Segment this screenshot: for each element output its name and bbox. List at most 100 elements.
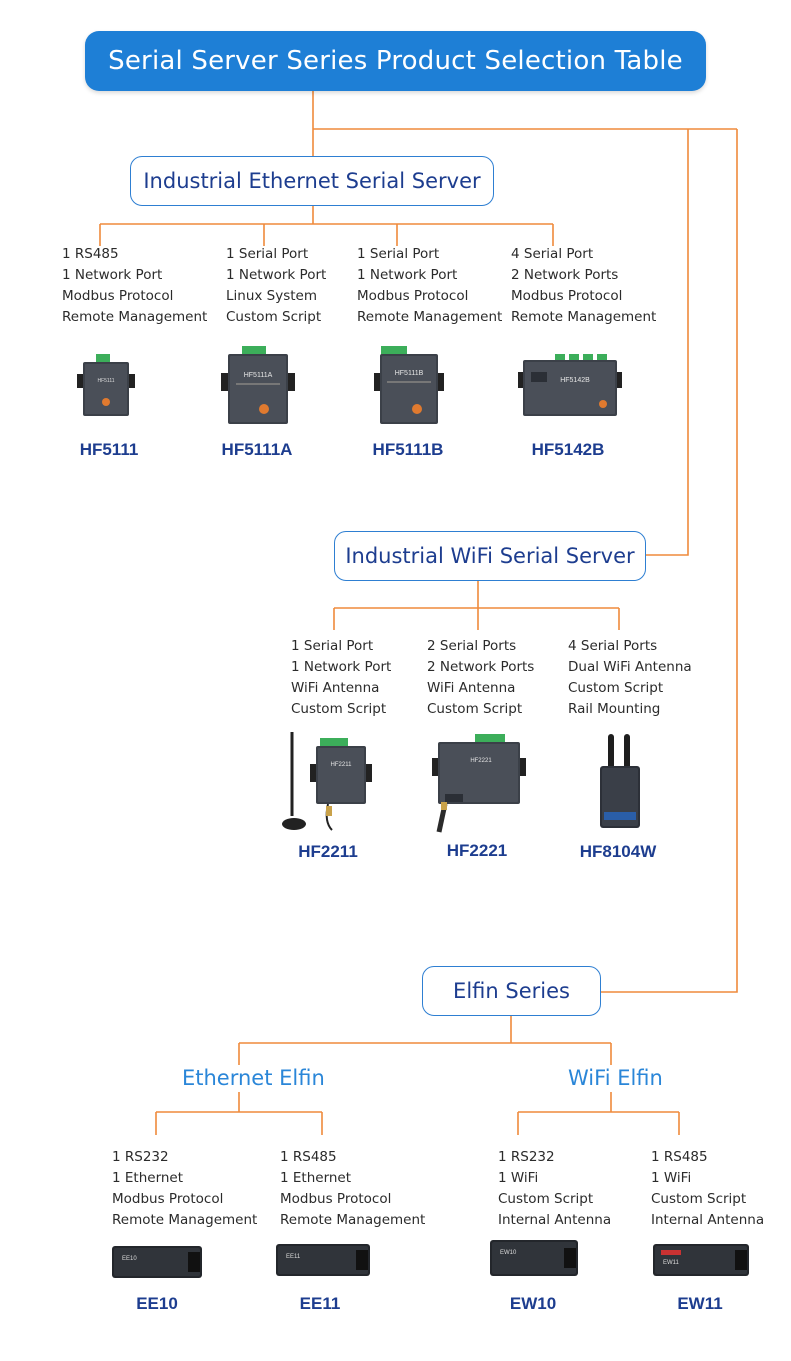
spec-line: Remote Management — [62, 309, 208, 325]
spec-line: 4 Serial Ports — [568, 638, 658, 654]
model-hf5111: HF5111 — [79, 440, 139, 459]
spec-line: 1 WiFi — [651, 1170, 692, 1186]
device-image-ee11: EE11 — [276, 1244, 370, 1276]
spec-line: 4 Serial Port — [511, 246, 594, 262]
spec-line: 2 Network Ports — [511, 267, 619, 283]
spec-line: 1 Serial Port — [291, 638, 374, 654]
wifi-elfin-branch — [517, 1092, 680, 1135]
page-title: Serial Server Series Product Selection T… — [85, 31, 706, 91]
model-hf8104w: HF8104W — [579, 842, 657, 861]
spec-line: Internal Antenna — [498, 1212, 612, 1228]
spec-line: 2 Serial Ports — [427, 638, 517, 654]
model-ew11: EW11 — [677, 1294, 723, 1313]
spec-line: Linux System — [226, 288, 318, 304]
device-image-hf5111: HF5111 — [77, 354, 135, 416]
model-ee10: EE10 — [136, 1294, 178, 1313]
specs-ew11: 1 RS485 1 WiFi Custom Script Internal An… — [651, 1147, 764, 1231]
spec-line: 1 RS485 — [651, 1149, 708, 1165]
device-image-hf8104w — [600, 734, 640, 828]
spec-line: Modbus Protocol — [280, 1191, 392, 1207]
spec-line: 1 RS232 — [112, 1149, 169, 1165]
spec-line: Custom Script — [291, 701, 387, 717]
specs-ew10: 1 RS232 1 WiFi Custom Script Internal An… — [498, 1147, 611, 1231]
category-elfin-series: Elfin Series — [422, 966, 601, 1016]
model-hf5142b: HF5142B — [531, 440, 605, 459]
device-image-hf5142b: HF5142B — [518, 354, 622, 416]
model-hf5111a: HF5111A — [221, 440, 293, 459]
spec-line: 1 Network Port — [62, 267, 163, 283]
spec-line: 1 Serial Port — [357, 246, 440, 262]
spec-line: 1 RS232 — [498, 1149, 555, 1165]
specs-ee10: 1 RS232 1 Ethernet Modbus Protocol Remot… — [112, 1147, 257, 1231]
specs-hf8104w: 4 Serial Ports Dual WiFi Antenna Custom … — [568, 636, 692, 720]
specs-hf5111a: 1 Serial Port 1 Network Port Linux Syste… — [226, 244, 326, 328]
specs-hf5111b: 1 Serial Port 1 Network Port Modbus Prot… — [357, 244, 502, 328]
ethernet-elfin-branch — [155, 1092, 323, 1135]
device-label-text: HF2221 — [470, 758, 492, 764]
device-label-text: HF5111 — [97, 378, 114, 384]
spec-line: 1 Network Port — [291, 659, 392, 675]
device-image-ee10: EE10 — [112, 1246, 202, 1278]
model-ee11: EE11 — [299, 1294, 341, 1313]
spec-line: Remote Management — [357, 309, 503, 325]
category-ethernet-serial-server: Industrial Ethernet Serial Server — [130, 156, 494, 206]
trunk-to-elfin — [600, 129, 738, 993]
model-hf5111b: HF5111B — [372, 440, 444, 459]
device-label-text: HF2211 — [331, 762, 353, 768]
spec-line: Custom Script — [568, 680, 664, 696]
spec-line: Remote Management — [112, 1212, 258, 1228]
elfin-branch — [238, 1015, 612, 1065]
spec-line: 2 Network Ports — [427, 659, 535, 675]
spec-line: Remote Management — [511, 309, 657, 325]
spec-line: WiFi Antenna — [427, 680, 516, 696]
spec-line: WiFi Antenna — [291, 680, 380, 696]
device-label-text: HF5111A — [244, 372, 273, 379]
device-label-text: HF5111B — [395, 370, 424, 377]
device-label-text: EE11 — [286, 1254, 301, 1260]
specs-hf2221: 2 Serial Ports 2 Network Ports WiFi Ante… — [427, 636, 534, 720]
spec-line: 1 RS485 — [62, 246, 119, 262]
device-label-text: EE10 — [122, 1256, 137, 1262]
device-image-hf2211: HF2211 — [282, 732, 372, 831]
spec-line: Modbus Protocol — [112, 1191, 224, 1207]
spec-line: 1 Ethernet — [280, 1170, 352, 1186]
device-image-ew10: EW10 — [490, 1240, 578, 1276]
spec-line: Custom Script — [498, 1191, 594, 1207]
spec-line: 1 Serial Port — [226, 246, 309, 262]
spec-line: Dual WiFi Antenna — [568, 659, 692, 675]
spec-line: 1 WiFi — [498, 1170, 539, 1186]
ethernet-branch — [99, 205, 554, 246]
spec-line: Modbus Protocol — [511, 288, 623, 304]
device-label-text: EW11 — [663, 1260, 680, 1266]
device-image-hf2221: HF2221 — [432, 734, 526, 833]
model-hf2211: HF2211 — [298, 842, 358, 861]
spec-line: Internal Antenna — [651, 1212, 765, 1228]
spec-line: 1 Network Port — [226, 267, 327, 283]
trunk-to-wifi — [645, 129, 689, 556]
device-label-text: EW10 — [500, 1250, 517, 1256]
label-ethernet-elfin: Ethernet Elfin — [182, 1066, 325, 1090]
spec-line: Modbus Protocol — [62, 288, 174, 304]
spec-line: Rail Mounting — [568, 701, 661, 717]
specs-hf5142b: 4 Serial Port 2 Network Ports Modbus Pro… — [511, 244, 656, 328]
device-label-text: HF5142B — [560, 377, 590, 384]
label-wifi-elfin: WiFi Elfin — [568, 1066, 663, 1090]
model-ew10: EW10 — [509, 1294, 557, 1313]
spec-line: 1 Network Port — [357, 267, 458, 283]
spec-line: Custom Script — [226, 309, 322, 325]
spec-line: Custom Script — [651, 1191, 747, 1207]
device-image-hf5111b: HF5111B — [374, 346, 444, 424]
device-image-ew11: EW11 — [653, 1244, 749, 1276]
spec-line: Modbus Protocol — [357, 288, 469, 304]
specs-ee11: 1 RS485 1 Ethernet Modbus Protocol Remot… — [280, 1147, 425, 1231]
spec-line: 1 Ethernet — [112, 1170, 184, 1186]
device-image-hf5111a: HF5111A — [221, 346, 295, 424]
specs-hf5111: 1 RS485 1 Network Port Modbus Protocol R… — [62, 244, 207, 328]
wifi-branch — [333, 579, 620, 630]
spec-line: Custom Script — [427, 701, 523, 717]
spec-line: Remote Management — [280, 1212, 426, 1228]
specs-hf2211: 1 Serial Port 1 Network Port WiFi Antenn… — [291, 636, 391, 720]
model-hf2221: HF2221 — [446, 841, 508, 860]
spec-line: 1 RS485 — [280, 1149, 337, 1165]
